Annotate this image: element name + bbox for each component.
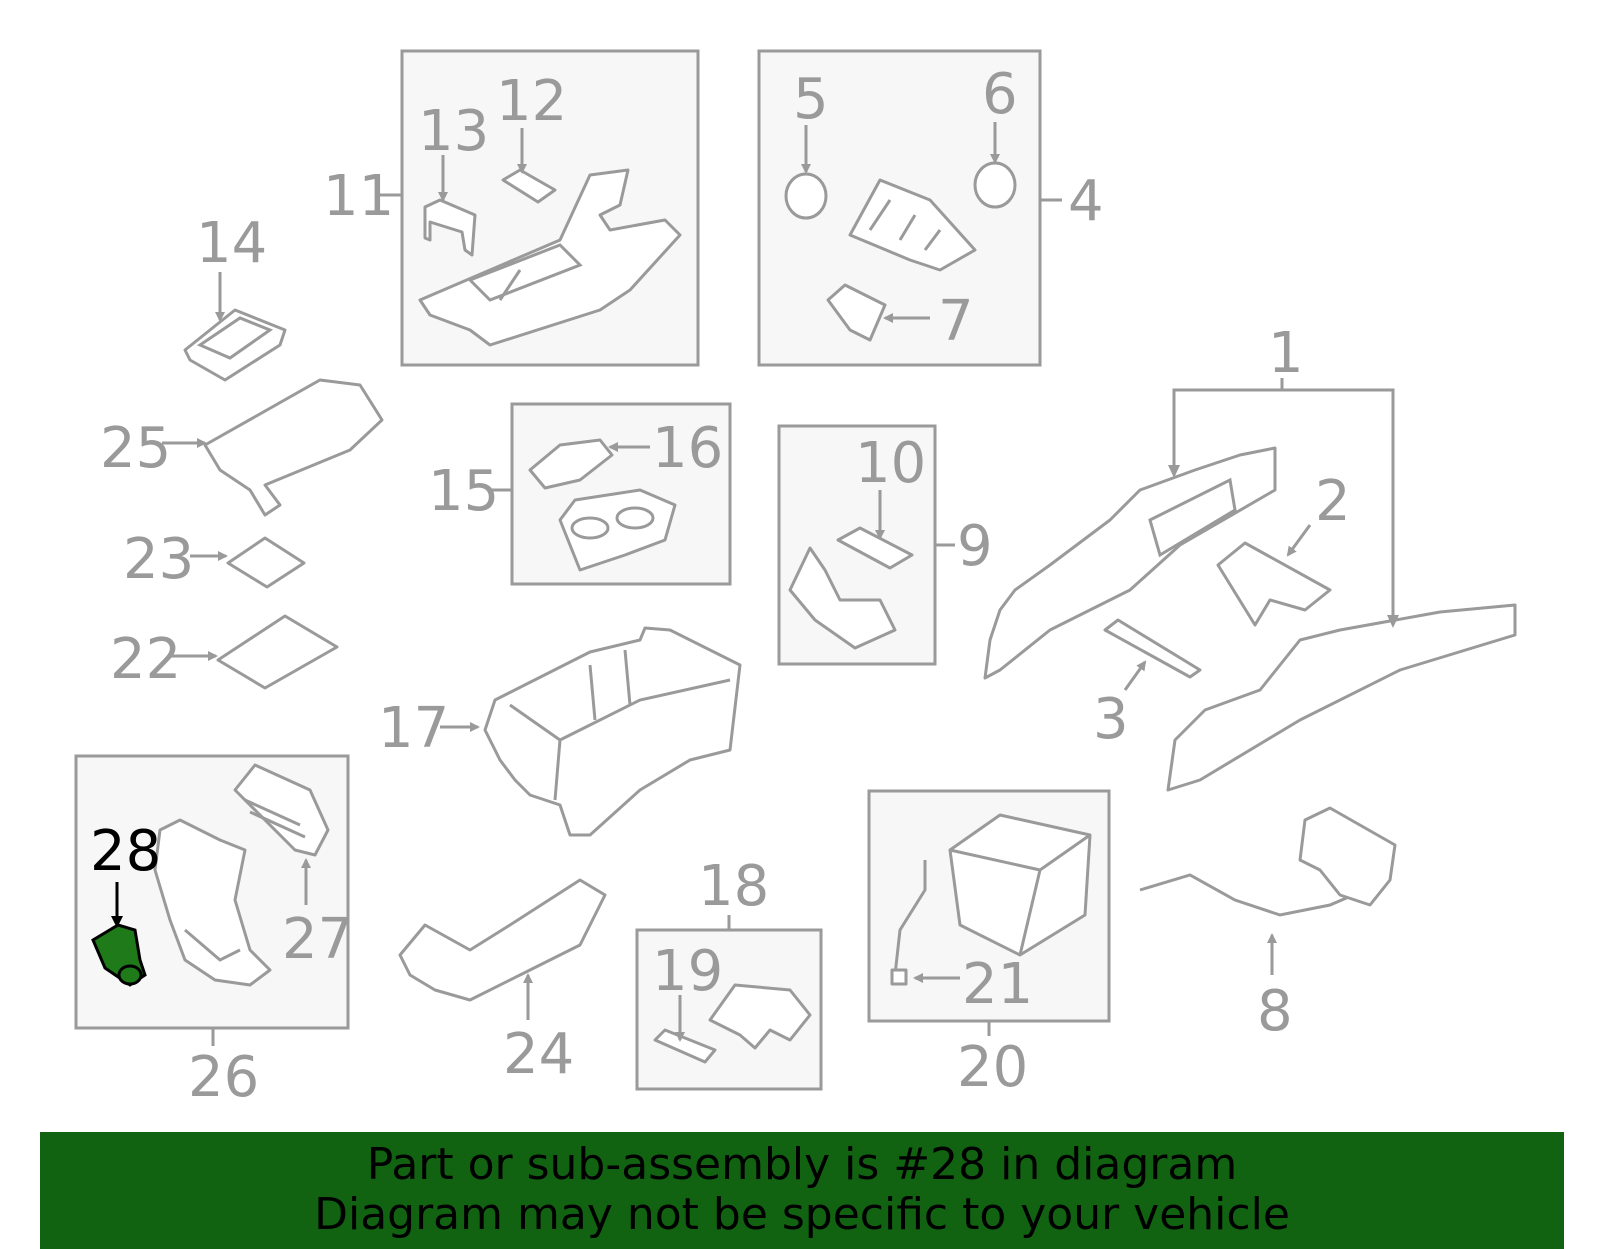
part-23-pad[interactable] (226, 536, 306, 589)
part-13-bracket[interactable] (423, 198, 477, 257)
callout-6: 6 (982, 62, 1018, 127)
part-4-detail (868, 199, 942, 251)
part-3-bracket[interactable] (1103, 618, 1202, 679)
callout-18: 18 (698, 854, 769, 919)
callout-24: 24 (503, 1022, 574, 1087)
part-12-insert[interactable] (501, 168, 557, 204)
part-15-cup-left (570, 516, 610, 540)
part-20-storage-box[interactable] (948, 813, 1092, 957)
banner-line-1: Part or sub-assembly is #28 in diagram (366, 1139, 1238, 1190)
part-26-trim[interactable] (153, 818, 272, 987)
callout-7: 7 (938, 289, 974, 354)
part-26-detail (184, 928, 241, 962)
part-1-left-panel[interactable] (983, 446, 1277, 680)
part-19-bracket[interactable] (653, 1028, 717, 1064)
part-2-plate[interactable] (1216, 541, 1332, 627)
part-5-knob[interactable] (784, 172, 828, 220)
callout-3: 3 (1093, 687, 1129, 752)
part-25-armrest-lid[interactable] (203, 378, 384, 517)
callout-2: 2 (1315, 469, 1351, 534)
part-17-console-body[interactable] (483, 626, 742, 837)
part-15-cup-right (615, 506, 655, 530)
callout-12: 12 (496, 69, 567, 134)
banner-line-2: Diagram may not be specific to your vehi… (314, 1189, 1290, 1240)
callout-1: 1 (1268, 321, 1304, 386)
part-22-mat[interactable] (216, 614, 339, 690)
callout-4: 4 (1068, 169, 1104, 234)
part-1-left-detail (1148, 477, 1237, 558)
callout-27: 27 (282, 907, 353, 972)
callout-17: 17 (378, 696, 449, 761)
part-11-console-trim[interactable] (418, 168, 682, 347)
callout-25: 25 (100, 416, 171, 481)
callout-28: 28 (90, 819, 161, 884)
part-17-detail (509, 649, 731, 801)
callout-21: 21 (962, 952, 1033, 1017)
callout-10: 10 (855, 431, 926, 496)
leader-2 (1286, 524, 1312, 557)
part-18-bracket[interactable] (708, 983, 812, 1050)
part-28-cap (117, 964, 143, 986)
callout-15: 15 (428, 459, 499, 524)
callout-22: 22 (110, 627, 181, 692)
callout-11: 11 (323, 164, 394, 229)
callout-26: 26 (188, 1045, 259, 1110)
part-16-cupholder-insert[interactable] (528, 438, 614, 490)
arrowhead-1-right (1387, 615, 1399, 628)
callout-20: 20 (957, 1035, 1028, 1100)
callout-16: 16 (652, 416, 723, 481)
part-8-wiring-harness[interactable] (1139, 873, 1366, 917)
callout-23: 23 (123, 527, 194, 592)
part-21-cable[interactable] (893, 860, 927, 976)
part-9-tray[interactable] (788, 546, 897, 650)
part-21-connector (890, 968, 908, 986)
leader-3 (1123, 660, 1147, 691)
part-27-vent[interactable] (233, 763, 330, 857)
info-banner: Part or sub-assembly is #28 in diagram D… (40, 1132, 1564, 1249)
callout-5: 5 (793, 67, 829, 132)
callout-19: 19 (652, 939, 723, 1004)
part-4-switch-panel[interactable] (848, 178, 977, 272)
callout-13: 13 (418, 99, 489, 164)
part-24-duct[interactable] (398, 878, 607, 1002)
part-1-right-panel[interactable] (1166, 603, 1517, 792)
part-8-bracket[interactable] (1298, 806, 1397, 907)
part-10-mat[interactable] (836, 526, 914, 570)
part-11-detail (467, 243, 583, 302)
callout-8: 8 (1257, 979, 1293, 1044)
callout-9: 9 (957, 514, 993, 579)
arrowhead-1-left (1168, 465, 1180, 478)
part-20-detail (949, 833, 1091, 956)
part-7-switch[interactable] (826, 283, 887, 342)
part-27-detail (244, 798, 306, 839)
part-14-detail (196, 316, 274, 360)
callout-14: 14 (196, 211, 267, 276)
part-6-knob[interactable] (973, 161, 1017, 209)
